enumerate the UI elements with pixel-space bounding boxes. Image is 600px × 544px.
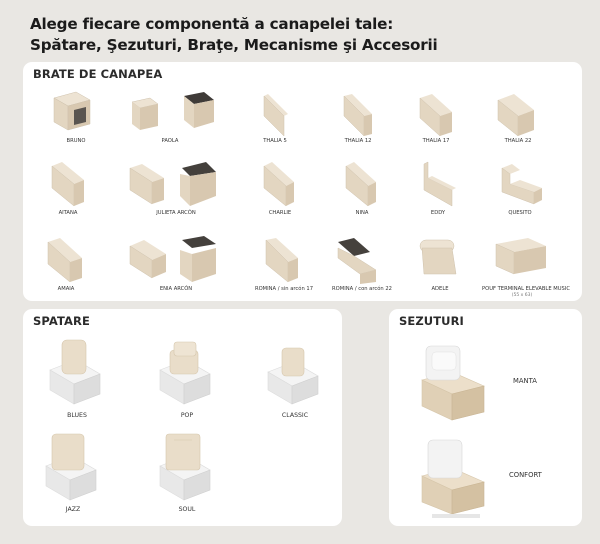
backrest-item[interactable]: JAZZ: [38, 430, 108, 520]
armrest-romina-con-arcon-image: [337, 238, 377, 284]
armrest-item[interactable]: BRUNO: [46, 88, 106, 148]
armrest-item[interactable]: THALIA 12: [330, 92, 386, 148]
armrest-label: AITANA: [58, 210, 78, 216]
armrest-quesito-image: [501, 164, 542, 205]
armrest-eddy-image: [423, 161, 456, 207]
armrest-label: AMAIA: [57, 286, 75, 292]
armrest-label: QUESITO: [508, 210, 532, 216]
armrest-item[interactable]: THALIA 22: [488, 92, 548, 148]
seat-confort-image: [421, 439, 485, 518]
seat-item[interactable]: [412, 340, 492, 424]
armrest-bruno-image: [53, 91, 91, 131]
armrest-item[interactable]: EDDY: [412, 160, 464, 220]
armrest-item[interactable]: QUESITO: [490, 158, 550, 220]
backrest-label: JAZZ: [65, 506, 81, 513]
armrest-item[interactable]: POUF TERMINAL ELEVABLE MUSIC (55 x 63): [482, 234, 570, 300]
backrest-item[interactable]: POP: [152, 336, 222, 426]
armrest-item[interactable]: AITANA: [40, 160, 96, 220]
armrest-thalia5-image: [263, 94, 288, 137]
armrest-enia-arcon-image: [129, 236, 216, 282]
page-title: Alege fiecare componentă a canapelei tal…: [30, 14, 438, 56]
armrest-sub-label: (55 x 63): [511, 293, 533, 298]
seat-item[interactable]: [412, 432, 492, 520]
backrest-pop-image: [159, 341, 211, 405]
armrest-label: POUF TERMINAL ELEVABLE MUSIC: [482, 286, 570, 292]
seat-label-manta: MANTA: [513, 377, 537, 385]
armrest-label: ROMINA / con arcón 22: [332, 286, 392, 292]
backrest-item[interactable]: CLASSIC: [260, 340, 330, 426]
panel-sezuturi: SEZUTURI: [389, 309, 582, 526]
armrest-nina-image: [345, 162, 376, 207]
seat-manta-image: [421, 345, 485, 421]
armrest-thalia17-image: [419, 94, 452, 137]
armrest-label: BRUNO: [66, 138, 86, 144]
armrest-item[interactable]: THALIA 17: [408, 92, 464, 148]
armrest-item[interactable]: ROMINA / con arcón 22: [330, 234, 394, 296]
backrest-label: SOUL: [178, 506, 196, 513]
backrest-label: POP: [180, 412, 194, 419]
armrest-label: PAOLA: [161, 138, 179, 144]
armrest-charlie-image: [263, 162, 294, 207]
armrest-label: THALIA 5: [263, 138, 287, 144]
armrest-item[interactable]: NINA: [334, 160, 390, 220]
armrest-item[interactable]: ENIA ARCÓN: [124, 234, 228, 296]
section-title-sezuturi: SEZUTURI: [399, 314, 464, 328]
armrest-label: EDDY: [430, 210, 446, 216]
armrest-item[interactable]: AMAIA: [38, 236, 94, 296]
seat-label-confort: CONFORT: [509, 471, 542, 479]
backrest-item[interactable]: SOUL: [152, 430, 222, 520]
armrest-label: THALIA 12: [344, 138, 372, 144]
armrest-item[interactable]: ADELE: [410, 234, 470, 296]
armrest-label: ENIA ARCÓN: [159, 286, 193, 292]
page-title-line-2: Spătare, Şezuturi, Braţe, Mecanisme şi A…: [30, 36, 438, 54]
armrest-item[interactable]: THALIA 5: [250, 92, 300, 148]
armrest-thalia22-image: [497, 94, 534, 137]
armrest-label: ADELE: [431, 286, 449, 292]
armrest-aitana-image: [51, 162, 84, 207]
panel-brate: BRATE DE CANAPEA: [23, 62, 582, 301]
section-title-brate: BRATE DE CANAPEA: [33, 67, 163, 81]
backrest-soul-image: [159, 433, 211, 501]
armrest-item[interactable]: CHARLIE: [252, 160, 308, 220]
section-title-spatare: SPATARE: [33, 314, 90, 328]
armrest-thalia12-image: [343, 94, 372, 137]
armrest-item[interactable]: ROMINA / sin arcón 17: [254, 236, 314, 296]
backrest-item[interactable]: BLUES: [42, 336, 112, 426]
backrest-classic-image: [267, 347, 319, 405]
backrest-label: CLASSIC: [281, 412, 309, 419]
armrest-label: CHARLIE: [268, 210, 292, 216]
armrest-label: JULIETA ARCÓN: [156, 210, 196, 216]
armrest-julieta-arcon-image: [129, 162, 216, 206]
armrest-label: NINA: [355, 210, 369, 216]
backrest-label: BLUES: [67, 412, 87, 419]
armrest-label: THALIA 17: [422, 138, 450, 144]
armrest-label: THALIA 22: [504, 138, 532, 144]
armrest-romina-sin-arcon-image: [265, 238, 298, 283]
armrest-item[interactable]: JULIETA ARCÓN: [124, 158, 228, 220]
armrest-paola-image: [131, 92, 214, 130]
backrest-blues-image: [49, 339, 101, 405]
armrest-item[interactable]: PAOLA: [128, 88, 214, 148]
armrest-label: ROMINA / sin arcón 17: [254, 286, 313, 292]
backrest-jazz-image: [45, 433, 97, 501]
armrest-amaia-image: [47, 238, 82, 283]
page-title-line-1: Alege fiecare componentă a canapelei tal…: [30, 15, 394, 33]
armrest-adele-image: [419, 239, 457, 275]
pouf-music-image: [495, 238, 546, 275]
